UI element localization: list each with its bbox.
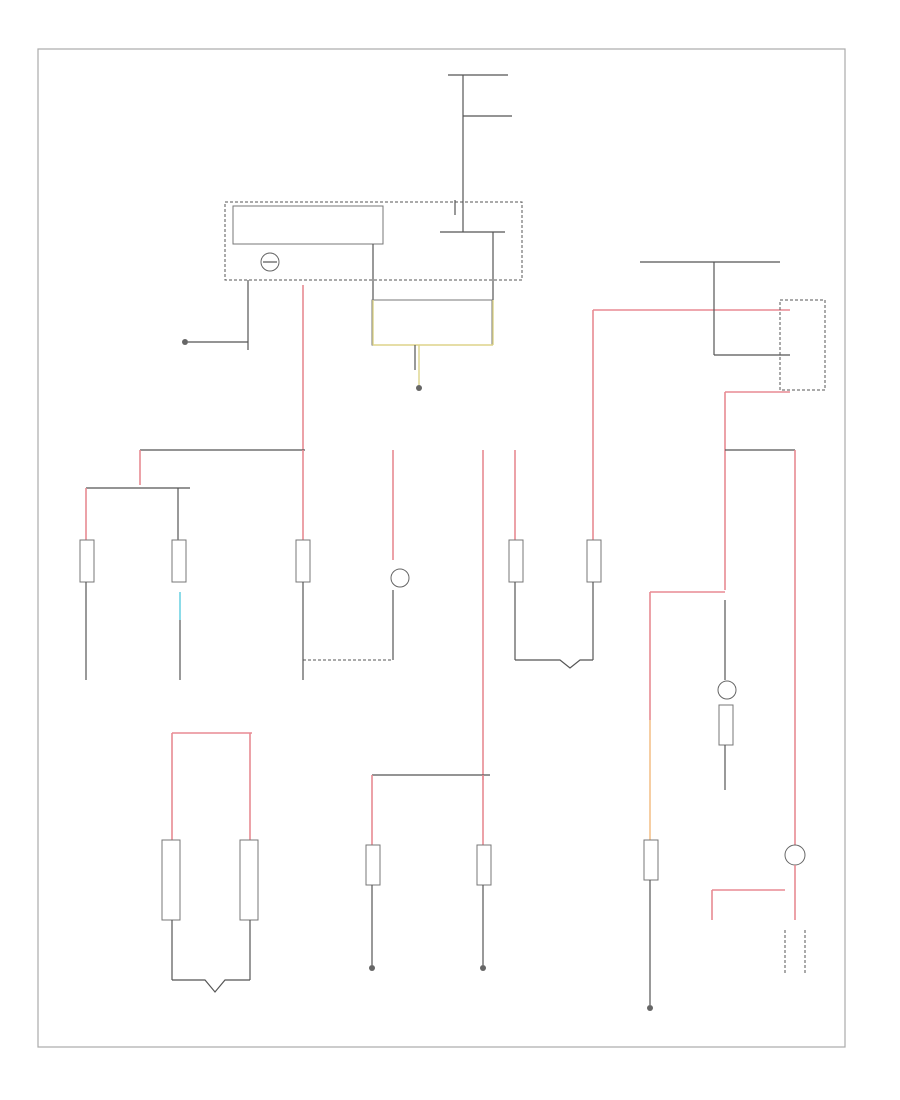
center-bus [365, 450, 492, 971]
instrument-cluster [182, 201, 523, 350]
power-feed-top [440, 74, 512, 278]
dimmer-module [371, 299, 494, 391]
relay-box [640, 261, 826, 590]
lamp-branch-12 [161, 732, 259, 993]
lamp-branch-2 [171, 488, 187, 680]
lamp-branch-3 [295, 450, 410, 680]
panel-lamp-feed [86, 285, 305, 540]
lamp-branch-7 [508, 309, 790, 669]
diagram-border [37, 48, 846, 1048]
right-circuits [643, 449, 806, 1011]
lamp-branch-1 [79, 488, 95, 680]
